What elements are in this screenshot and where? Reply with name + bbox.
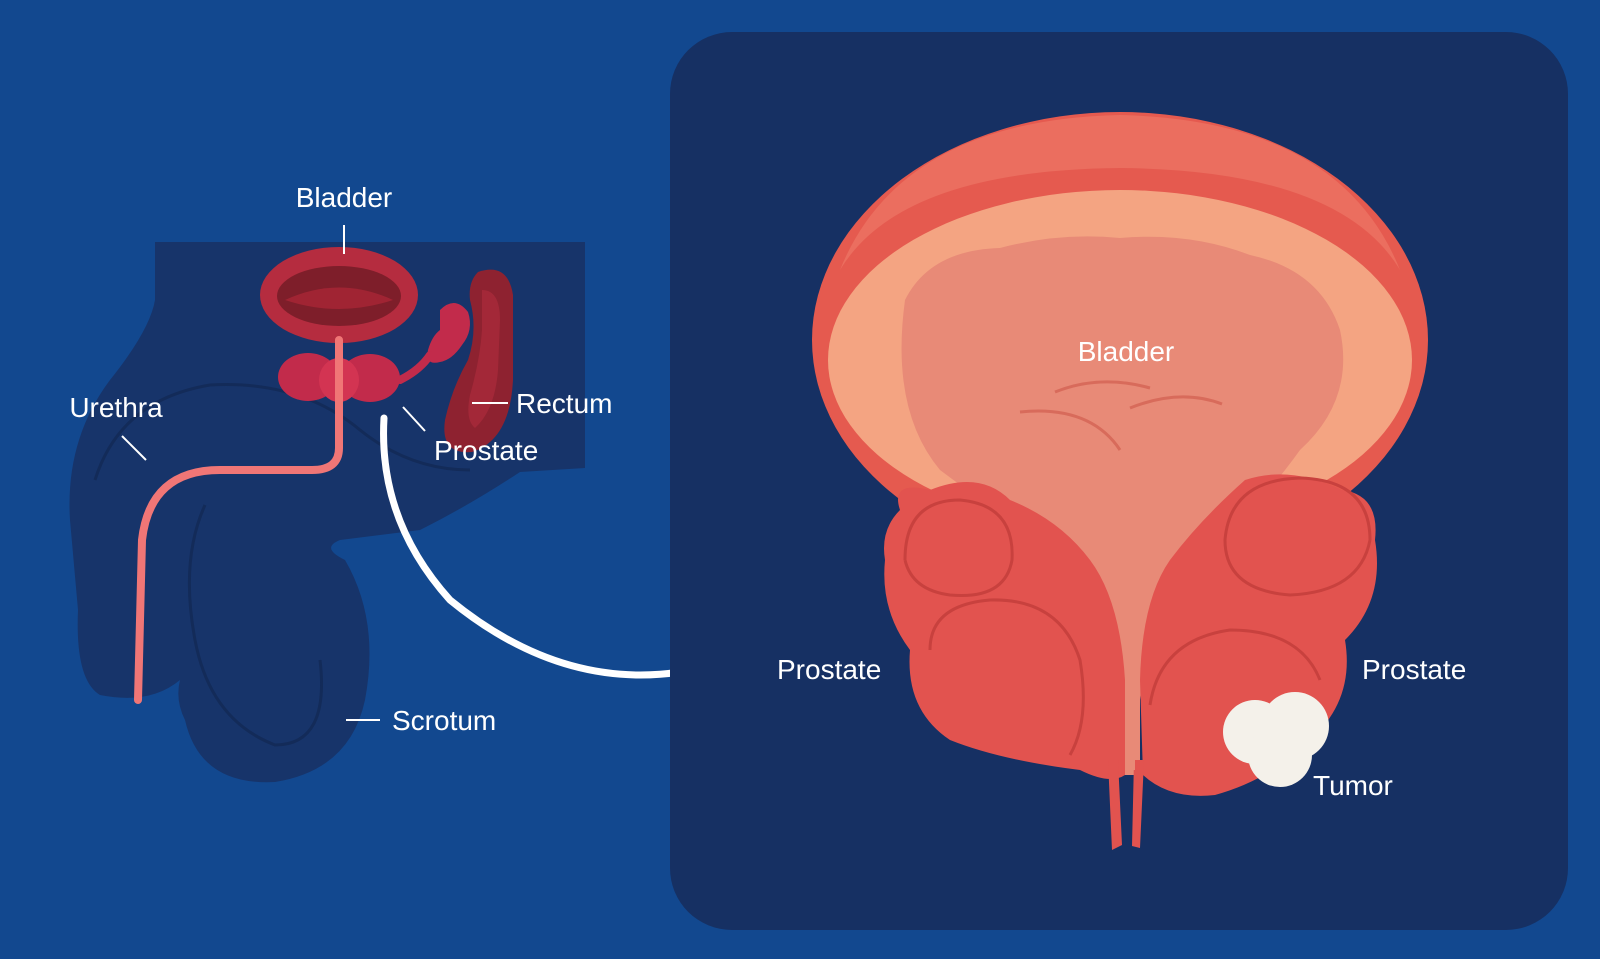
urethra-leader <box>121 435 147 461</box>
scrotum-label: Scrotum <box>392 705 496 736</box>
closeup-prostate-right-label: Prostate <box>1362 654 1466 685</box>
prostate-left-contour-1 <box>903 498 1014 598</box>
prostate-left-contour-2 <box>928 598 1085 756</box>
prostate-right-contour-1 <box>1223 476 1372 597</box>
bladder-prostate-closeup: Bladder Prostate Prostate Tumor <box>777 112 1466 850</box>
closeup-tumor-label: Tumor <box>1313 770 1393 801</box>
seminal-vesicle <box>427 302 470 363</box>
urethra-path <box>134 336 343 704</box>
bladder-fold-1 <box>1054 380 1151 394</box>
rectum-label: Rectum <box>516 388 612 419</box>
body-silhouette <box>69 242 585 783</box>
closeup-bladder-label: Bladder <box>1078 336 1175 367</box>
closeup-prostate-left-label: Prostate <box>777 654 881 685</box>
bladder-lumen <box>901 236 1344 775</box>
scrotum-contour <box>187 504 324 747</box>
pelvis-side-view: Bladder Urethra Rectum Prostate Scrotum <box>69 182 612 783</box>
tumor-blob-3 <box>1248 723 1312 787</box>
bladder-fold-3 <box>1129 395 1223 410</box>
prostate-leader <box>402 406 426 432</box>
rectum-fold <box>468 290 500 428</box>
prostate-large-left <box>884 482 1125 779</box>
urethra-label: Urethra <box>69 392 163 423</box>
prostate-label: Prostate <box>434 435 538 466</box>
bladder-label: Bladder <box>296 182 393 213</box>
tumor <box>1223 692 1329 787</box>
bladder-outer-band <box>840 115 1400 270</box>
vas-deferens <box>396 351 434 384</box>
bladder-fold-2 <box>1019 409 1122 451</box>
prostate-right-contour-2 <box>1148 628 1322 706</box>
urethra-tail <box>1108 760 1144 850</box>
bladder-small-lumen <box>285 287 393 309</box>
